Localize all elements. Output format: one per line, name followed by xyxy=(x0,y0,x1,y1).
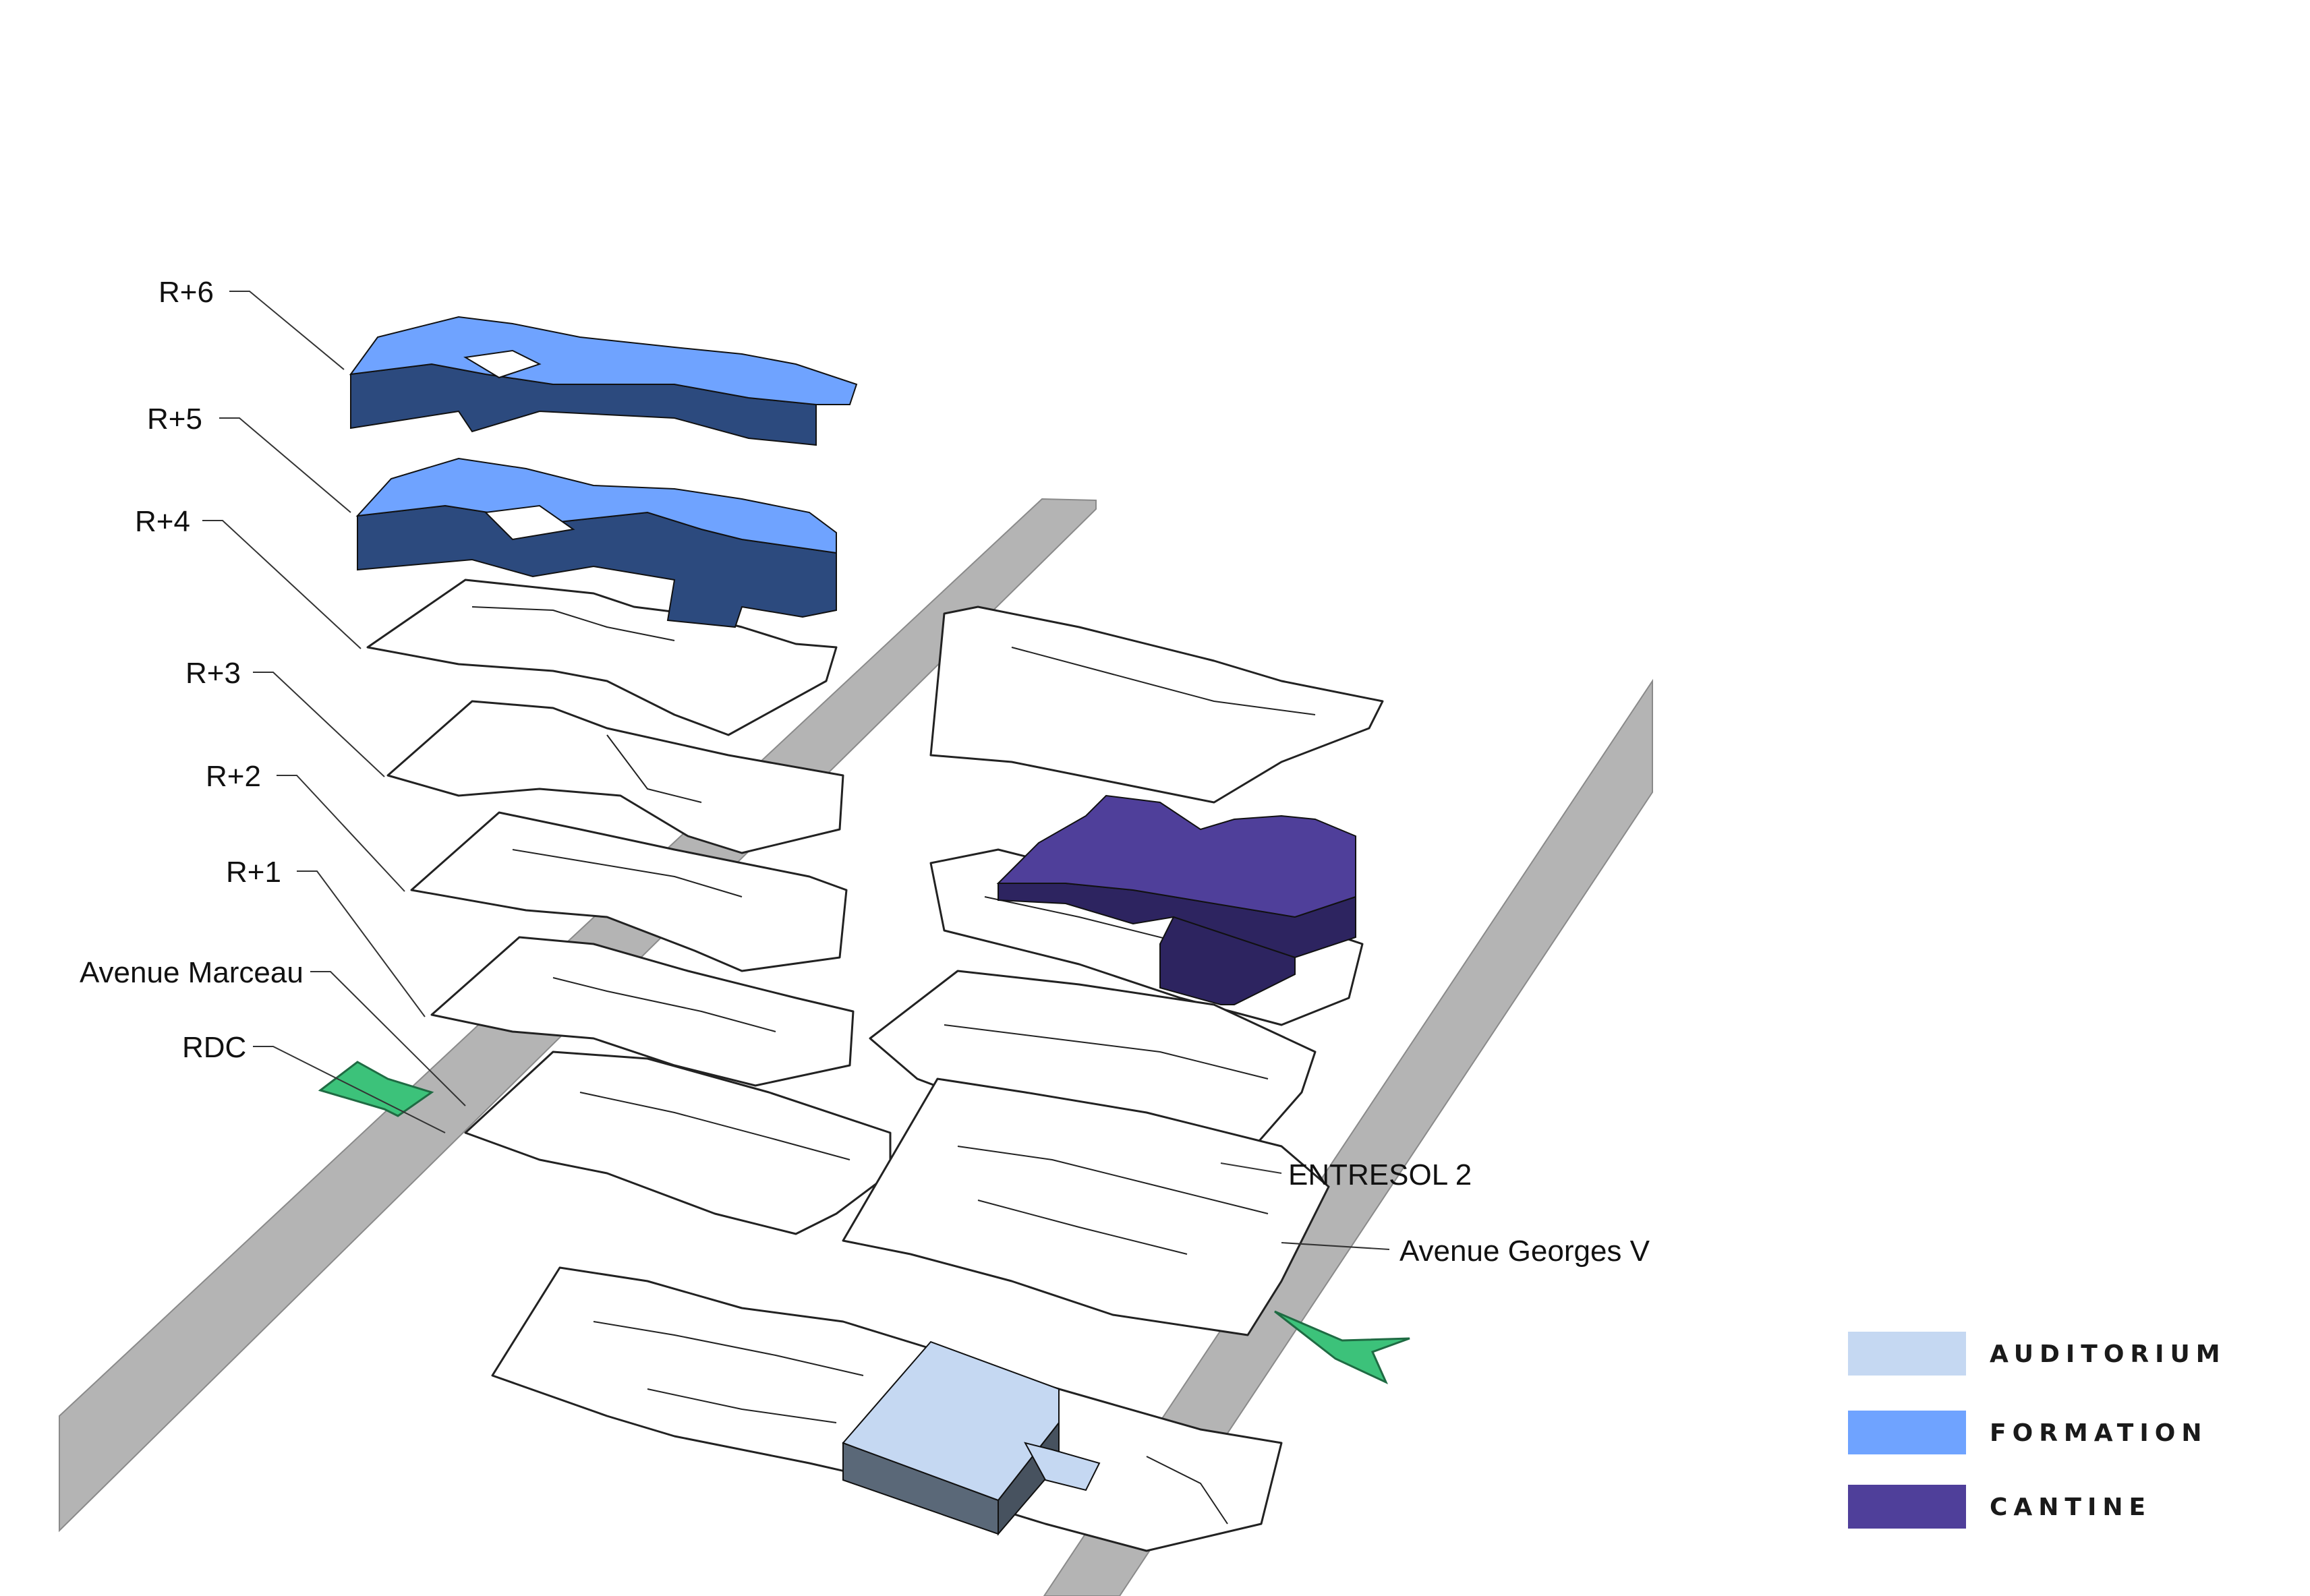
legend-label-auditorium: AUDITORIUM xyxy=(1990,1340,2226,1368)
leader-r5 xyxy=(219,417,351,513)
cantine-block xyxy=(996,794,1356,1005)
leader-entresol xyxy=(1220,1162,1282,1174)
leader-rdc xyxy=(253,1046,446,1133)
floor-plate-entresol xyxy=(842,1077,1330,1336)
label-r1: R+1 xyxy=(226,856,281,889)
label-avenue-marceau: Avenue Marceau xyxy=(80,956,304,989)
entrance-arrow-avenue-marceau-icon xyxy=(318,1061,434,1117)
label-entresol-2: ENTRESOL 2 xyxy=(1288,1158,1472,1191)
floor-plate-r3 xyxy=(386,700,844,854)
auditorium-block xyxy=(842,1340,1101,1536)
formation-block-r5 xyxy=(355,457,837,628)
floor-plate-r2 xyxy=(410,811,848,972)
legend: AUDITORIUM FORMATION CANTINE xyxy=(1848,1332,2226,1529)
formation-block-r6 xyxy=(349,316,858,446)
label-r3: R+3 xyxy=(185,657,241,690)
leader-avenue-georges-v xyxy=(1281,1242,1390,1250)
leader-r1 xyxy=(297,870,426,1017)
leader-r6 xyxy=(229,291,345,370)
leader-r4 xyxy=(202,520,362,649)
floor-plate-rdc xyxy=(464,1051,892,1235)
leader-avenue-marceau xyxy=(310,971,466,1106)
leader-r3 xyxy=(253,672,385,777)
label-r6: R+6 xyxy=(158,276,214,309)
leader-r2 xyxy=(277,775,405,892)
legend-swatch-formation xyxy=(1848,1411,1966,1454)
entrance-arrow-avenue-georges-v-icon xyxy=(1274,1310,1410,1385)
label-rdc: RDC xyxy=(182,1031,246,1064)
label-r5: R+5 xyxy=(147,403,202,436)
floor-plate-right-upper xyxy=(929,605,1384,804)
label-r2: R+2 xyxy=(206,760,261,793)
legend-label-formation: FORMATION xyxy=(1990,1419,2208,1447)
legend-label-cantine: CANTINE xyxy=(1990,1494,2152,1521)
label-avenue-georges-v: Avenue Georges V xyxy=(1399,1235,1650,1268)
floor-plate-r1 xyxy=(430,936,855,1087)
street-avenue-georges-v xyxy=(1043,678,1653,1596)
legend-swatch-auditorium xyxy=(1848,1332,1966,1376)
floor-plate-r4 xyxy=(366,579,838,736)
interior-partitions xyxy=(471,606,1316,1525)
legend-swatch-cantine xyxy=(1848,1485,1966,1529)
label-r4: R+4 xyxy=(135,505,190,538)
